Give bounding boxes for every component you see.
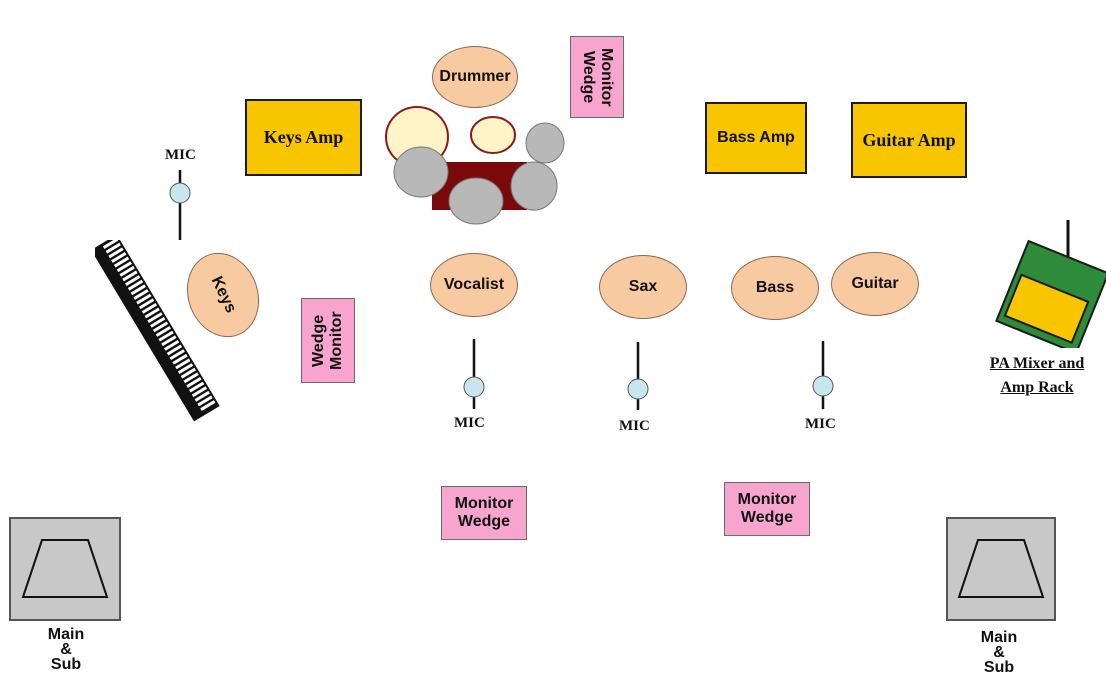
keyboard-key [158, 330, 174, 342]
keyboard-key [177, 363, 194, 374]
keyboard-key [186, 377, 202, 388]
keyboard-key [138, 298, 155, 310]
mic-bass-label: MIC [805, 416, 836, 432]
snare-drum [470, 116, 516, 154]
monitor-wedge-top: Monitor Wedge [570, 36, 624, 118]
cymbal-right-top [525, 122, 565, 164]
keyboard-key [180, 367, 196, 379]
bass-amp: Bass Amp [705, 102, 807, 174]
guitar-label: Guitar [851, 275, 899, 292]
keyboard-key [119, 265, 135, 277]
keyboard-key [133, 289, 149, 300]
monitor-wedge-left-label: Monitor Wedge [310, 311, 345, 370]
monitor-wedge-left: Monitor Wedge [301, 298, 355, 383]
main-sub-left-label: Main & Sub [47, 626, 85, 673]
keyboard-key [175, 358, 191, 370]
floor-tom-left [393, 146, 449, 198]
keyboard-key [108, 247, 124, 259]
keys-amp-label: Keys Amp [263, 127, 344, 147]
monitor-wedge-bottom-right: Monitor Wedge [724, 482, 810, 536]
monitor-wedge-bottom-left-label: Monitor Wedge [454, 495, 514, 530]
pa-mixer-label-line1: PA Mixer and [989, 355, 1085, 372]
keyboard-key [155, 326, 171, 337]
sax-label: Sax [628, 278, 658, 295]
keyboard-key [141, 302, 158, 314]
main-sub-right-speaker [946, 517, 1056, 621]
mic-vocalist-label: MIC [454, 415, 485, 431]
sax-circle: Sax [599, 255, 687, 319]
mic-keys-icon [169, 170, 191, 240]
monitor-wedge-bottom-left: Monitor Wedge [441, 486, 527, 540]
mic-bass-icon [812, 341, 834, 409]
keyboard-key [130, 284, 146, 296]
keyboard-key [116, 261, 132, 273]
keyboard-key [144, 307, 160, 319]
guitar-amp-label: Guitar Amp [862, 129, 956, 150]
keyboard-icon [95, 240, 220, 422]
keyboard-key [194, 390, 210, 402]
keyboard-key [191, 386, 208, 398]
pa-mixer-label-line2: Amp Rack [1000, 379, 1074, 396]
monitor-wedge-top-label: Monitor Wedge [580, 47, 615, 107]
keyboard-key [166, 344, 183, 356]
monitor-wedge-bottom-right-label: Monitor Wedge [737, 491, 797, 526]
keyboard-key [150, 316, 166, 328]
guitar-amp: Guitar Amp [851, 102, 967, 178]
keys-amp: Keys Amp [245, 99, 362, 176]
mic-sax-icon [627, 342, 649, 410]
drummer-circle: Drummer [432, 46, 518, 108]
bass-amp-label: Bass Amp [717, 129, 795, 146]
keyboard-key [111, 252, 127, 263]
keyboard-key [197, 395, 213, 407]
keyboard-key [161, 335, 177, 347]
keyboard-key [189, 381, 205, 393]
keyboard-key [105, 242, 121, 254]
keyboard-key [127, 279, 144, 291]
main-sub-left-speaker [9, 517, 121, 621]
bass-label: Bass [755, 279, 795, 296]
keyboard-key [147, 312, 163, 324]
keyboard-key [122, 270, 138, 282]
keyboard-key [113, 256, 130, 268]
mic-vocalist-icon [463, 339, 485, 409]
drum-kit [385, 106, 565, 225]
pa-mixer-icon [995, 220, 1106, 348]
keys-label: Keys [207, 273, 240, 316]
hi-hat [448, 177, 504, 225]
drummer-label: Drummer [439, 68, 511, 85]
keyboard-key [152, 321, 169, 333]
mic-keys-label: MIC [165, 147, 196, 163]
keyboard-key [164, 339, 180, 351]
keyboard-key [169, 349, 185, 361]
main-sub-right-label: Main & Sub [980, 629, 1018, 676]
keyboard-key [200, 400, 216, 411]
vocalist-label: Vocalist [443, 276, 505, 293]
keyboard-key [172, 353, 188, 365]
vocalist-circle: Vocalist [430, 253, 518, 317]
keyboard-key [136, 293, 152, 305]
mic-sax-label: MIC [619, 418, 650, 434]
keyboard-key [183, 372, 199, 384]
floor-tom-right [510, 161, 558, 211]
bass-circle: Bass [731, 256, 819, 320]
guitar-circle: Guitar [831, 252, 919, 316]
keyboard-key [102, 240, 119, 249]
pa-mixer-label: PA Mixer and Amp Rack [962, 352, 1106, 400]
keyboard-key [125, 275, 141, 286]
